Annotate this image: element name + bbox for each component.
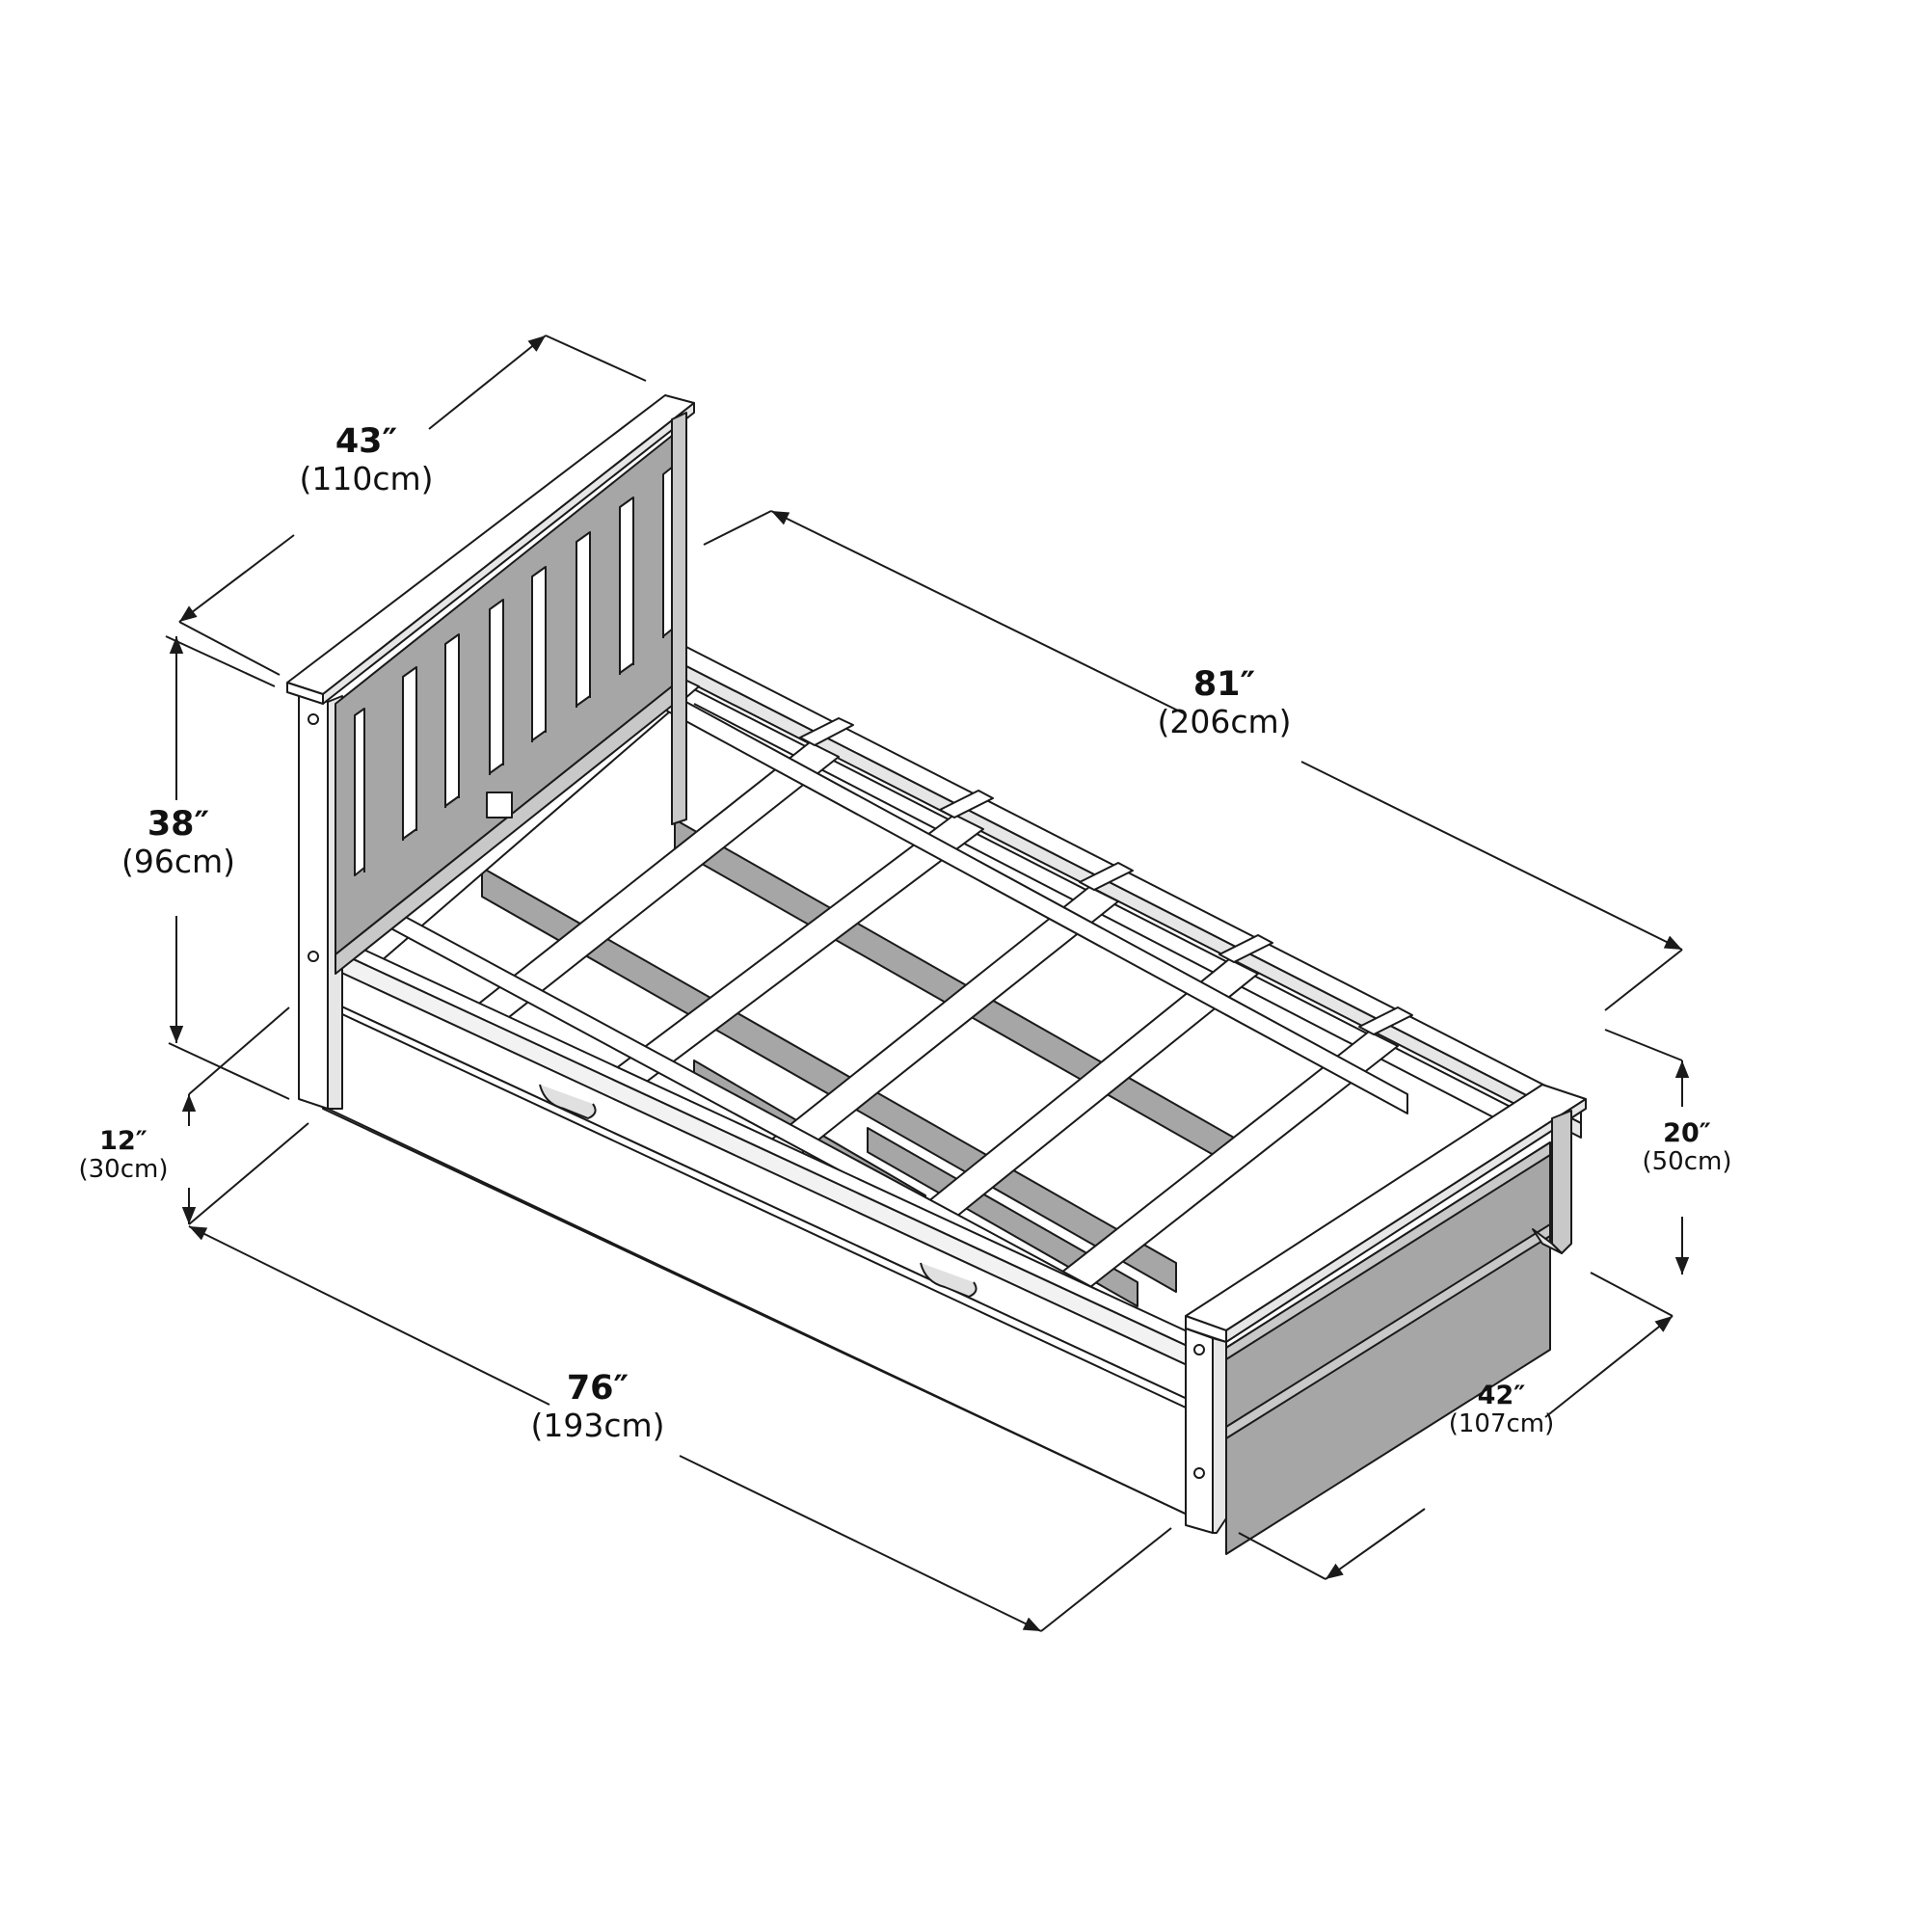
dim-line-trundle-length [188, 1225, 550, 1406]
label-headboard-height: 38″ (96cm) [106, 805, 251, 880]
overall-length-imperial: 81″ [1192, 665, 1256, 704]
headboard-height-metric: (96cm) [120, 843, 236, 881]
trundle-height-imperial: 12″ [99, 1126, 147, 1156]
headboard-width-imperial: 43″ [335, 422, 398, 461]
footboard [1185, 1084, 1587, 1555]
dim-line-overall-length [770, 510, 1185, 714]
dim-line-headboard-width [178, 534, 295, 623]
drawer-handle-right [920, 1262, 977, 1298]
label-overall-length: 81″ (206cm) [1138, 665, 1311, 740]
footboard-height-metric: (50cm) [1642, 1147, 1732, 1177]
drawer-handle-left [539, 1084, 597, 1119]
footboard-width-imperial: 42″ [1477, 1381, 1526, 1410]
label-footboard-height: 20″ (50cm) [1629, 1118, 1745, 1177]
dim-line-footboard-width [1325, 1508, 1426, 1580]
label-trundle-height: 12″ (30cm) [66, 1126, 181, 1185]
trundle-height-metric: (30cm) [78, 1155, 169, 1185]
headboard-bracket [486, 792, 513, 818]
footboard-height-imperial: 20″ [1663, 1118, 1711, 1148]
footboard-width-metric: (107cm) [1448, 1409, 1555, 1439]
trundle-length-imperial: 76″ [566, 1369, 629, 1408]
overall-length-metric: (206cm) [1157, 703, 1292, 741]
headboard-height-imperial: 38″ [147, 805, 210, 844]
label-footboard-width: 42″ (107cm) [1436, 1381, 1566, 1439]
label-trundle-length: 76″ (193cm) [516, 1369, 680, 1444]
bed-slats [341, 674, 1413, 1327]
trundle-length-metric: (193cm) [530, 1407, 665, 1445]
dimension-lines [165, 335, 1690, 1632]
label-headboard-width: 43″ (110cm) [289, 422, 443, 497]
headboard-width-metric: (110cm) [299, 460, 434, 498]
back-side-rail [683, 645, 1582, 1139]
headboard [286, 394, 695, 1110]
